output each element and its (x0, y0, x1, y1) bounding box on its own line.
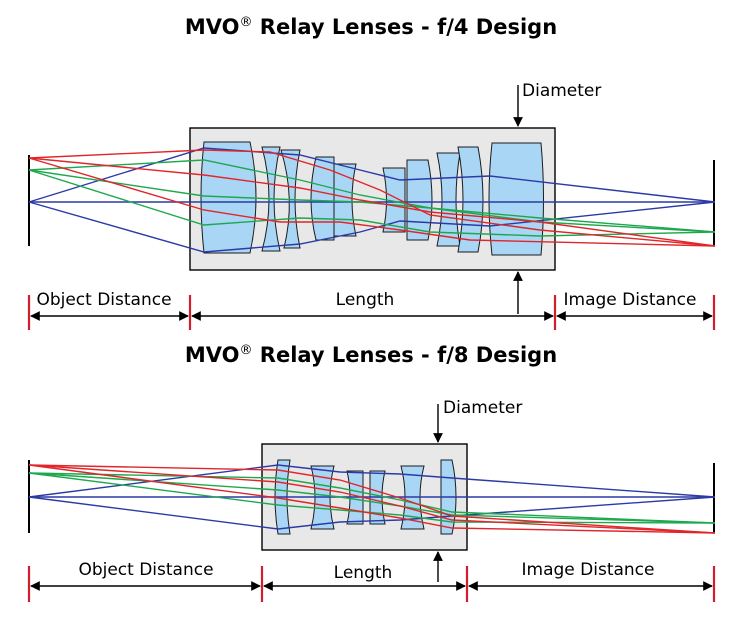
f8-design: MVO® Relay Lenses - f/8 Design (27, 343, 716, 602)
f8-title: MVO® Relay Lenses - f/8 Design (185, 343, 557, 367)
f8-object-distance-label: Object Distance (78, 560, 213, 580)
f4-object-distance-label: Object Distance (36, 290, 171, 310)
f4-rays (28, 147, 716, 253)
f8-rays (28, 464, 716, 534)
f8-image-distance-label: Image Distance (522, 560, 655, 580)
f4-design: MVO® Relay Lenses - f/4 Design (27, 15, 716, 330)
f4-length-label: Length (336, 290, 395, 310)
f4-lens-5 (333, 163, 357, 237)
f4-lens-6 (382, 167, 406, 233)
f4-lens-4 (310, 156, 335, 241)
f8-length-label: Length (334, 563, 393, 583)
f4-image-distance-label: Image Distance (564, 290, 697, 310)
f4-diameter-label: Diameter (522, 81, 601, 101)
f4-title: MVO® Relay Lenses - f/4 Design (185, 15, 557, 39)
f4-lens-10 (488, 142, 544, 256)
f8-diameter-label: Diameter (443, 398, 522, 418)
